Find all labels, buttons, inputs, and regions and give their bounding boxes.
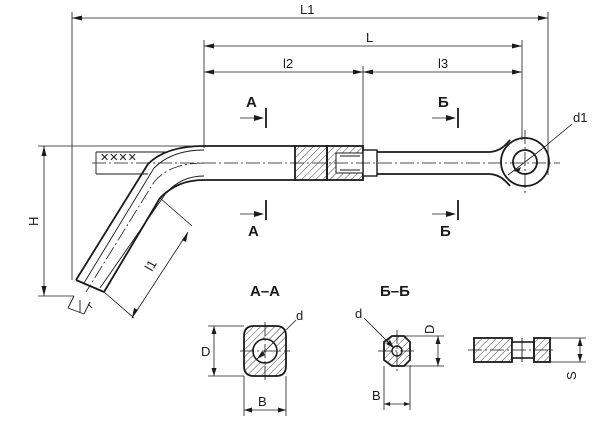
dimension-d1-label: d1 bbox=[573, 110, 587, 125]
dimension-H-label: H bbox=[26, 217, 41, 226]
section-mark-A-bottom: A bbox=[240, 200, 267, 240]
dimension-l2-label: l2 bbox=[283, 56, 293, 71]
section-mark-A-top: A bbox=[240, 94, 267, 128]
dimension-l2: l2 bbox=[204, 56, 364, 148]
section-A-A: A–A d D B bbox=[201, 283, 303, 416]
dimension-l1-label: l1 bbox=[142, 257, 160, 273]
section-mark-B-bottom: Б bbox=[432, 200, 459, 240]
section-A-bottom-label: A bbox=[248, 223, 259, 240]
dimension-l3-label: l3 bbox=[438, 56, 448, 71]
section-A-A-d-label: d bbox=[296, 308, 303, 323]
section-B-top-label: Б bbox=[438, 94, 449, 111]
section-A-A-D-label: D bbox=[201, 344, 210, 359]
eye-end: d1 bbox=[500, 110, 587, 187]
section-B-B-D-label: D bbox=[422, 325, 437, 334]
dimension-L1-label: L1 bbox=[300, 2, 314, 17]
section-B-B-title: Б–Б bbox=[380, 283, 410, 300]
section-A-A-title: A–A bbox=[250, 283, 280, 300]
section-mark-B-top: Б bbox=[432, 94, 459, 128]
section-A-A-B-label: B bbox=[258, 394, 267, 409]
section-B-B: Б–Б d D B bbox=[355, 283, 444, 410]
sleeve-hatch-mark: ✕✕✕✕ bbox=[100, 152, 137, 164]
dimension-l3: l3 bbox=[363, 56, 522, 75]
side-detail: S bbox=[468, 337, 586, 380]
rod-body: ✕✕✕✕ bbox=[67, 145, 295, 315]
tie-rod bbox=[377, 139, 511, 187]
section-B-bottom-label: Б bbox=[440, 223, 451, 240]
dimension-L-label: L bbox=[366, 30, 373, 45]
dimension-L1: L1 bbox=[71, 2, 549, 280]
dimension-l1: l1 bbox=[103, 197, 193, 319]
dimension-L: L bbox=[203, 30, 523, 148]
dimension-H: H bbox=[26, 145, 204, 297]
side-detail-S-label: S bbox=[564, 371, 579, 380]
center-line bbox=[85, 130, 560, 293]
section-B-B-B-label: B bbox=[372, 388, 381, 403]
section-A-top-label: A bbox=[246, 94, 257, 111]
section-B-B-d-label: d bbox=[355, 306, 362, 321]
